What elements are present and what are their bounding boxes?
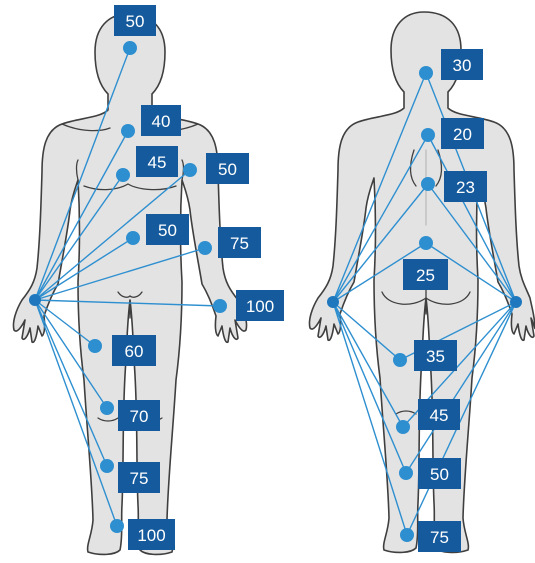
front-point <box>110 519 124 533</box>
back-value-label: 75 <box>418 521 461 552</box>
back-value-text: 35 <box>426 347 445 366</box>
back-point <box>399 466 413 480</box>
front-value-text: 40 <box>152 112 171 131</box>
front-value-text: 45 <box>148 153 167 172</box>
front-value-text: 50 <box>158 221 177 240</box>
back-value-label: 50 <box>418 458 461 489</box>
front-value-text: 50 <box>218 160 237 179</box>
back-left-hand-hub-point <box>327 296 339 308</box>
front-point <box>183 163 197 177</box>
back-point <box>421 177 435 191</box>
front-point <box>88 339 102 353</box>
back-value-text: 25 <box>416 266 435 285</box>
front-value-label: 50 <box>146 214 189 245</box>
front-value-label: 100 <box>236 290 284 321</box>
back-point <box>396 420 410 434</box>
front-value-label: 100 <box>128 519 175 550</box>
back-value-text: 45 <box>430 406 449 425</box>
front-value-label: 45 <box>136 146 178 177</box>
back-value-label: 25 <box>403 259 448 290</box>
front-value-label: 50 <box>206 153 249 184</box>
back-value-label: 20 <box>441 118 484 149</box>
front-point <box>121 124 135 138</box>
front-hand-hub-point <box>29 294 41 306</box>
back-value-label: 23 <box>444 171 487 202</box>
front-value-label: 70 <box>118 400 160 431</box>
back-point <box>419 236 433 250</box>
back-value-text: 20 <box>453 125 472 144</box>
front-value-text: 100 <box>137 526 165 545</box>
front-point <box>213 299 227 313</box>
front-point <box>100 459 114 473</box>
front-value-label: 50 <box>114 5 156 36</box>
front-value-label: 60 <box>112 335 156 366</box>
front-value-label: 75 <box>218 227 261 258</box>
front-point <box>100 401 114 415</box>
front-value-label: 75 <box>118 462 160 493</box>
front-value-text: 70 <box>130 407 149 426</box>
back-point <box>421 128 435 142</box>
front-value-label: 40 <box>141 105 181 136</box>
back-point <box>393 353 407 367</box>
front-point <box>116 168 130 182</box>
back-point <box>419 66 433 80</box>
back-right-hand-hub-point <box>510 296 522 308</box>
front-point <box>123 41 137 55</box>
back-value-text: 30 <box>453 56 472 75</box>
front-point <box>126 231 140 245</box>
front-value-text: 50 <box>126 12 145 31</box>
back-point <box>400 528 414 542</box>
back-value-text: 75 <box>430 528 449 547</box>
front-value-text: 75 <box>130 469 149 488</box>
back-value-label: 30 <box>441 49 483 80</box>
back-value-label: 35 <box>414 340 457 371</box>
front-value-text: 60 <box>125 342 144 361</box>
back-value-text: 23 <box>456 178 475 197</box>
front-point <box>198 241 212 255</box>
front-value-text: 100 <box>246 297 274 316</box>
front-value-text: 75 <box>230 234 249 253</box>
back-value-label: 45 <box>418 399 460 430</box>
back-value-text: 50 <box>430 465 449 484</box>
